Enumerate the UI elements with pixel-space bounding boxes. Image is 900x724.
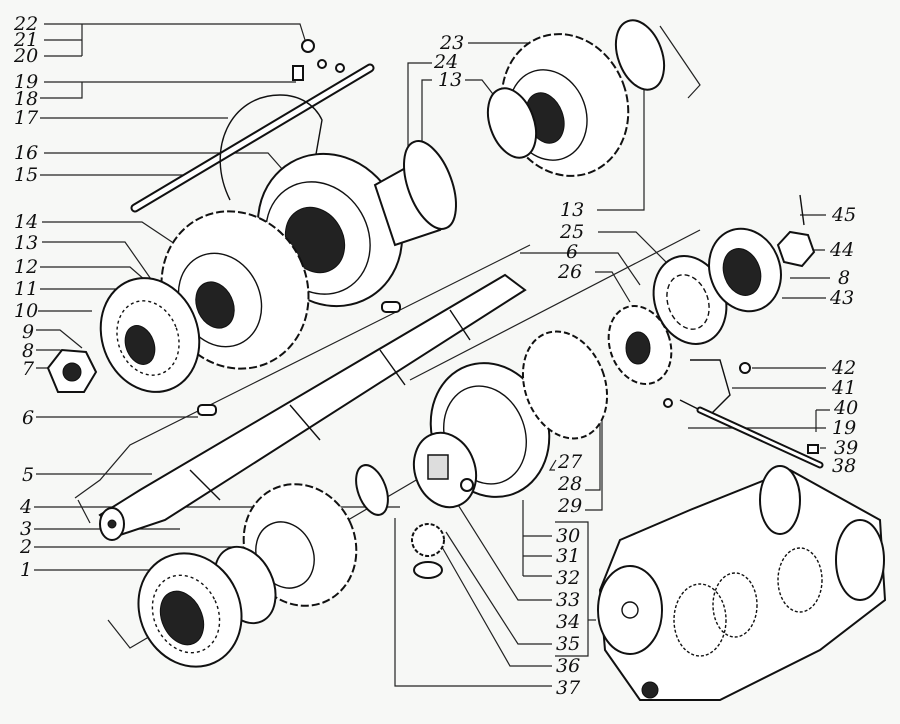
detent-spring [317,59,327,69]
callout-44: 44 [829,239,854,261]
bolt-19 [663,398,673,408]
callout-21: 21 [13,29,38,51]
key-6b [381,301,401,313]
bearing-1 [137,552,243,668]
detent-ball [335,63,345,73]
callout-19-right: 19 [832,417,856,439]
callout-6-mid: 6 [566,241,578,263]
bolt-42 [739,362,751,374]
fork-41 [679,359,731,416]
callout-19: 19 [14,71,38,93]
shift-fork [219,94,323,201]
callout-8: 8 [22,340,34,362]
top-bracket-line [659,25,701,99]
callout-36: 36 [556,655,580,677]
callout-23: 23 [439,32,464,54]
detent-plug [301,39,315,53]
callout-39: 39 [834,437,858,459]
lock-bolt [292,65,304,81]
callout-35: 35 [556,633,580,655]
gear-small-26 [607,305,673,385]
callout-7: 7 [22,358,35,380]
callouts-bottom: 27 28 29 30 31 32 33 34 35 36 37 [556,451,583,699]
callout-4: 4 [19,496,32,518]
callout-25: 25 [559,221,584,243]
washer-37 [355,464,389,516]
callout-45: 45 [831,204,856,226]
shift-rod [130,63,375,213]
callout-16: 16 [14,142,38,164]
callouts-mid: 13 25 6 26 [557,199,584,283]
callout-1: 1 [20,559,32,581]
key-6 [197,404,217,416]
callout-13: 13 [14,232,38,254]
callout-38: 38 [832,455,856,477]
cotter-pin-45 [799,194,805,226]
callout-6: 6 [22,407,34,429]
callout-37: 37 [556,677,581,699]
nut-left [46,348,98,393]
nut-44 [776,230,816,268]
shaft-bracket-tick [77,499,91,524]
key-39 [807,444,819,454]
callout-14: 14 [14,211,38,233]
mid-bracket-line [409,229,701,381]
callouts-top: 23 24 13 [433,32,464,91]
callout-13-mid: 13 [560,199,584,221]
leader-lines-right [520,214,830,449]
callout-32: 32 [556,567,580,589]
callout-11: 11 [14,278,38,300]
callout-10: 10 [14,300,38,322]
callouts-right: 45 44 8 43 42 41 40 19 39 38 [829,204,858,477]
shaft-bracket-line [74,244,531,499]
bearing-43 [708,227,782,313]
leader-lines-bottom [394,400,603,687]
thrust-washer-13b [614,19,666,91]
callout-28: 28 [557,473,582,495]
callout-3: 3 [20,518,32,540]
pinion-35 [411,523,445,557]
callout-43: 43 [829,287,854,309]
callout-18: 18 [14,88,38,110]
callout-13-top: 13 [438,69,462,91]
callout-22: 22 [13,13,38,35]
callout-15: 15 [14,164,38,186]
callout-8-right: 8 [838,267,850,289]
callout-9: 9 [22,321,34,343]
callout-41: 41 [831,377,856,399]
callout-40: 40 [833,397,858,419]
callout-27: 27 [557,451,583,473]
callout-12: 12 [14,256,38,278]
callout-17: 17 [14,107,39,129]
callout-2: 2 [19,536,32,558]
bearing-left [99,277,201,393]
callout-34: 34 [556,611,580,633]
thrust-washer-13a [486,87,538,159]
callout-29: 29 [557,495,582,517]
callout-42: 42 [831,357,856,379]
callouts-left: 22 21 20 19 18 17 16 15 14 13 12 11 10 9… [13,13,39,581]
callout-20: 20 [13,45,38,67]
callout-24: 24 [433,51,458,73]
spider-33 [412,431,478,509]
assembled-gearbox [597,465,887,701]
bushing-sleeve [373,140,457,247]
callout-31: 31 [556,545,580,567]
bevel-gear-28 [521,330,609,440]
callout-26: 26 [557,261,582,283]
main-shaft [98,273,527,541]
callout-30: 30 [556,525,580,547]
washer-36 [413,561,443,579]
callout-5: 5 [22,464,34,486]
callout-33: 33 [556,589,580,611]
